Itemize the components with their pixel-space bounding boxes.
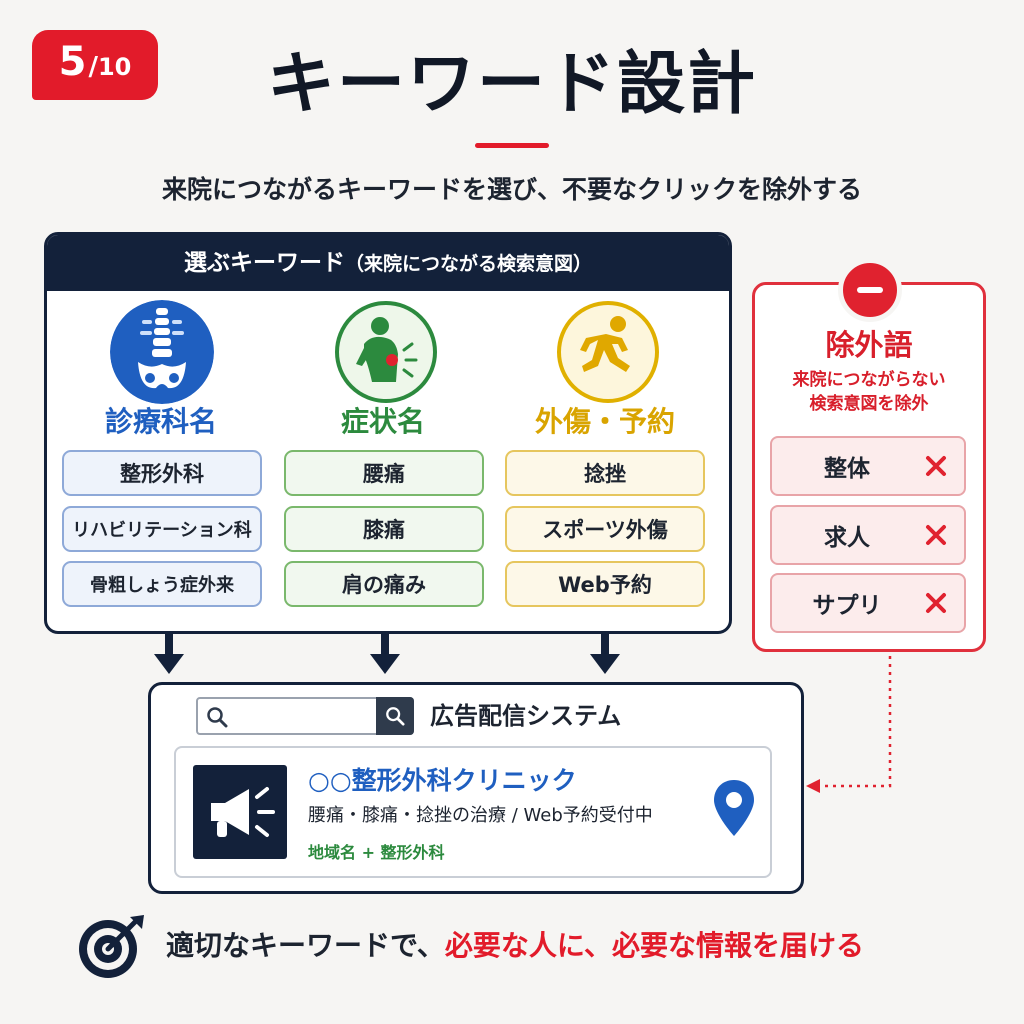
ad-keyword: 地域名 + 整形外科: [308, 843, 445, 862]
exclude-subtitle-line1: 来院につながらない: [792, 370, 946, 390]
exclude-item-label: サプリ: [812, 593, 882, 619]
keyword-chip: リハビリテーション科: [62, 506, 262, 552]
ad-system-label: 広告配信システム: [430, 702, 622, 730]
footer-message-part2: 必要な人に、必要な情報を届ける: [444, 929, 865, 962]
target-icon: [79, 915, 144, 978]
selected-keywords-subtitle: （来院につながる検索意図）: [344, 253, 592, 275]
title-underline: [475, 143, 549, 148]
runner-icon: [557, 301, 659, 403]
minus-circle-icon: [838, 258, 902, 322]
badge-current: 5: [58, 39, 87, 85]
search-button[interactable]: [376, 697, 414, 735]
megaphone-icon: [193, 765, 287, 859]
category-title-department: 診療科名: [104, 405, 217, 438]
exclude-connector-arrow: [806, 656, 892, 793]
search-icon: [207, 707, 228, 728]
arrow-down-icon: [590, 632, 620, 674]
keyword-chip: 腰痛: [284, 450, 484, 496]
keyword-chip: Web予約: [505, 561, 705, 607]
step-badge: 5 / 10: [32, 30, 158, 100]
close-x-icon: [926, 456, 946, 476]
badge-slash: /: [88, 52, 98, 82]
exclude-item: 整体: [770, 436, 966, 496]
exclude-item-label: 整体: [824, 456, 870, 482]
ad-title-link[interactable]: ○○整形外科クリニック: [308, 766, 577, 795]
page-subtitle: 来院につながるキーワードを選び、不要なクリックを除外する: [161, 175, 862, 204]
keyword-chip: 肩の痛み: [284, 561, 484, 607]
page-title: キーワード設計: [266, 45, 757, 124]
keyword-chip: 骨粗しょう症外来: [62, 561, 262, 607]
close-x-icon: [926, 525, 946, 545]
badge-total: 10: [97, 53, 132, 81]
arrow-down-icon: [370, 632, 400, 674]
close-x-icon: [926, 593, 946, 613]
search-icon: [386, 707, 405, 726]
keyword-chip: 捻挫: [505, 450, 705, 496]
selected-keywords-title: 選ぶキーワード: [183, 250, 345, 276]
footer-message-part1: 適切なキーワードで、: [166, 929, 445, 962]
back-pain-icon: [335, 301, 437, 403]
arrow-down-icon: [154, 632, 184, 674]
exclude-item: サプリ: [770, 573, 966, 633]
map-pin-icon: [714, 780, 754, 836]
spine-icon: [110, 300, 214, 404]
exclude-subtitle-line2: 検索意図を除外: [809, 394, 929, 414]
category-title-symptom: 症状名: [340, 405, 425, 438]
keyword-chip: 膝痛: [284, 506, 484, 552]
exclude-item: 求人: [770, 505, 966, 565]
exclude-title: 除外語: [825, 328, 913, 362]
ad-description: 腰痛・膝痛・捻挫の治療 / Web予約受付中: [308, 805, 653, 826]
exclude-item-label: 求人: [824, 525, 870, 551]
keyword-chip: 整形外科: [62, 450, 262, 496]
selected-keywords-header: 選ぶキーワード（来院につながる検索意図）: [47, 235, 729, 291]
keyword-chip: スポーツ外傷: [505, 506, 705, 552]
category-title-injury-booking: 外傷・予約: [534, 405, 675, 438]
footer-message: 適切なキーワードで、必要な人に、必要な情報を届ける: [166, 924, 864, 968]
